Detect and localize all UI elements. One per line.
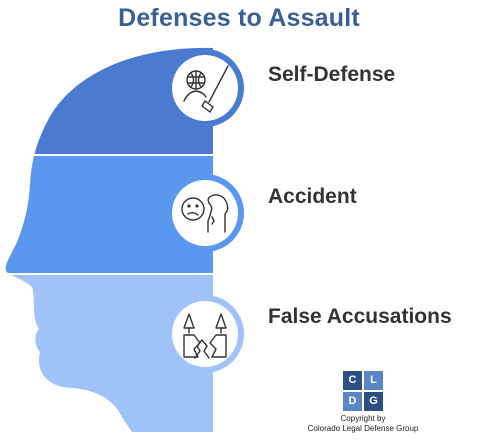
cldg-logo: C L D G	[343, 371, 383, 411]
label-false-accusations: False Accusations	[268, 305, 452, 328]
fencing-icon	[183, 65, 229, 114]
copyright-line-1: Copyright by	[340, 414, 386, 423]
logo-letter-l: L	[364, 371, 383, 390]
confused-face-icon	[181, 194, 229, 233]
logo-letter-d: D	[343, 392, 362, 411]
copyright-line-2: Colorado Legal Defense Group	[307, 424, 419, 433]
label-accident: Accident	[268, 185, 357, 208]
label-self-defense: Self-Defense	[268, 63, 396, 86]
broken-pillars-icon	[183, 313, 227, 359]
logo-letter-g: G	[364, 392, 383, 411]
logo-letter-c: C	[343, 371, 362, 390]
diagram-title: Defenses to Assault	[118, 4, 360, 32]
